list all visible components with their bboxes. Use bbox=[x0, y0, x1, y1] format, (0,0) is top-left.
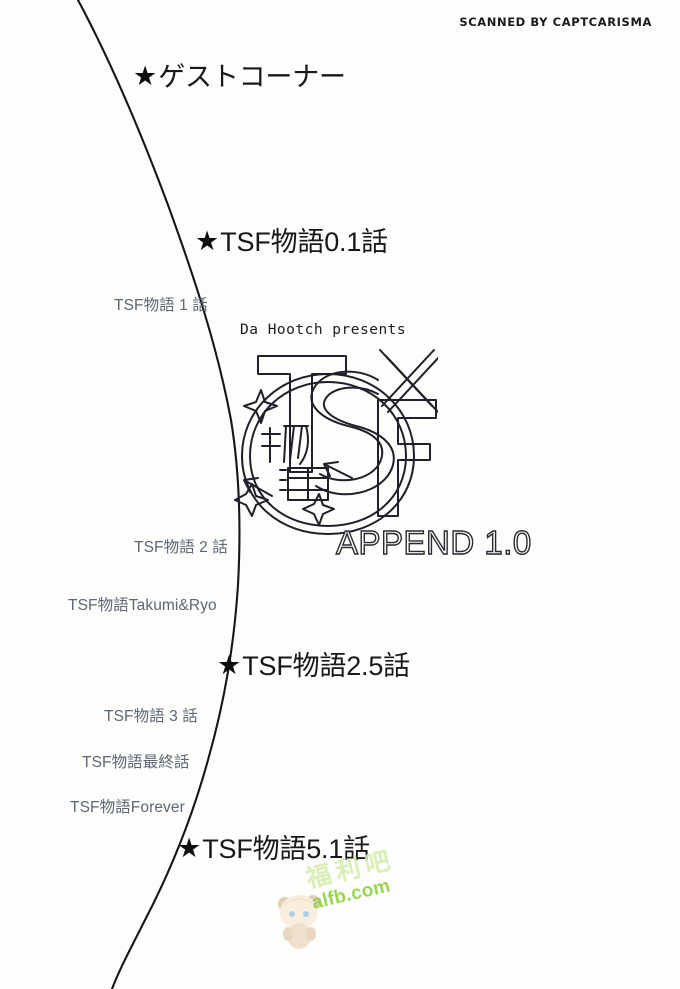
contents-subentry-final-chapter[interactable]: TSF物語最終話 bbox=[82, 754, 190, 771]
star-icon: ★ bbox=[217, 650, 242, 680]
contents-entry-tsf-5-1[interactable]: ★ TSF物語5.1話 bbox=[177, 833, 370, 864]
contents-subentry-forever[interactable]: TSF物語Forever bbox=[70, 799, 185, 816]
contents-subentry-takumi-ryo[interactable]: TSF物語Takumi&Ryo bbox=[68, 597, 217, 614]
star-icon: ★ bbox=[195, 226, 220, 256]
contents-entry-label: ゲストコーナー bbox=[158, 62, 346, 92]
circle-presents-line: Da Hootch presents bbox=[240, 322, 407, 338]
site-watermark: 福利吧 alfb.com bbox=[270, 846, 440, 957]
contents-subentry-tsf-1[interactable]: TSF物語 1 話 bbox=[114, 297, 208, 314]
contents-entry-label: TSF物語5.1話 bbox=[202, 834, 370, 864]
contents-subentry-tsf-2[interactable]: TSF物語 2 話 bbox=[134, 539, 228, 556]
scan-credit-text: SCANNED BY CAPTCARISMA bbox=[459, 15, 652, 29]
append-version-wordmark: APPEND 1.0 bbox=[335, 523, 532, 561]
contents-entry-label: TSF物語2.5話 bbox=[242, 651, 410, 681]
contents-entry-label: TSF物語0.1話 bbox=[220, 227, 388, 257]
chibi-mascot-icon bbox=[278, 895, 320, 949]
star-icon: ★ bbox=[177, 833, 202, 863]
contents-entry-guest-corner[interactable]: ★ ゲストコーナー bbox=[133, 61, 346, 92]
contents-entry-tsf-2-5[interactable]: ★ TSF物語2.5話 bbox=[217, 650, 410, 681]
watermark-url-text: alfb.com bbox=[309, 875, 393, 914]
logo-svg bbox=[234, 349, 438, 535]
contents-subentry-tsf-3[interactable]: TSF物語 3 話 bbox=[104, 708, 198, 725]
star-icon: ★ bbox=[133, 61, 158, 91]
contents-entry-tsf-0-1[interactable]: ★ TSF物語0.1話 bbox=[195, 226, 388, 257]
tsf-monogatari-logo bbox=[228, 344, 438, 542]
